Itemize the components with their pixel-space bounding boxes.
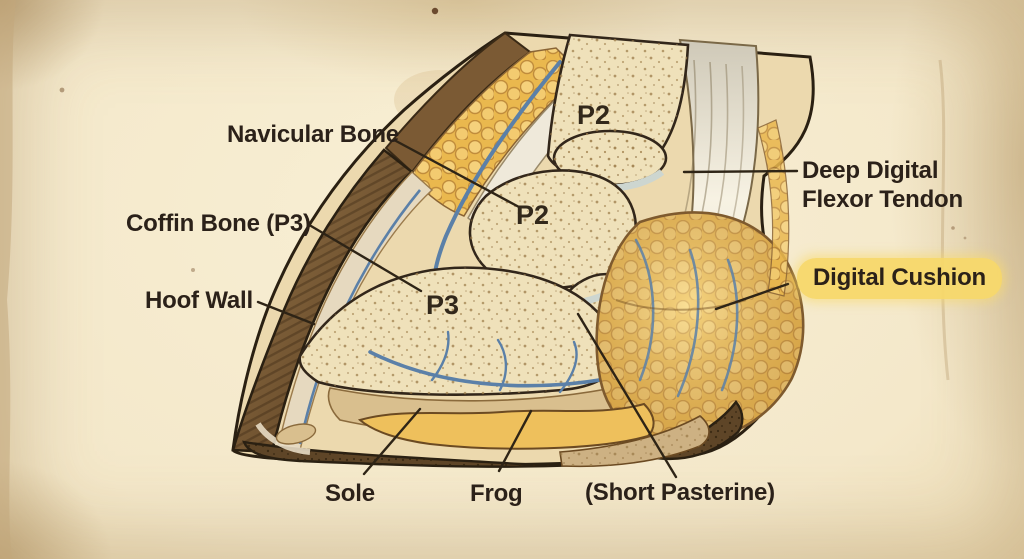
- leader-navicular-bone: [394, 139, 521, 209]
- label-hoof-wall: Hoof Wall: [145, 287, 253, 314]
- middle-pastern-p2-shape: [468, 169, 637, 290]
- label-sole: Sole: [325, 480, 375, 507]
- torn-left-edge: [0, 0, 16, 559]
- leader-ddft: [682, 169, 799, 174]
- leader-coffin-bone: [309, 224, 423, 293]
- label-ddft-line2: Flexor Tendon: [802, 186, 963, 214]
- leader-sole: [362, 407, 422, 476]
- leader-short-pastern: [576, 312, 678, 479]
- label-frog: Frog: [470, 480, 523, 507]
- toe-white-line: [255, 422, 317, 455]
- leader-digital-cushion: [714, 282, 790, 311]
- leader-frog: [497, 409, 533, 473]
- heel-buttress: [559, 415, 710, 468]
- label-deep-digital-flexor-tendon: Deep Digital Flexor Tendon: [802, 156, 963, 215]
- bone-label-p3: P3: [426, 290, 460, 320]
- digital-vessel-upper: [432, 60, 562, 286]
- leader-lines: [256, 139, 799, 479]
- label-navicular-bone: Navicular Bone: [227, 121, 399, 148]
- coffin-bone-p3-shape: [298, 266, 620, 396]
- bones: [298, 33, 690, 396]
- label-digital-cushion: Digital Cushion: [813, 264, 986, 291]
- sole-shape: [242, 400, 744, 468]
- bone-label-p2-lower: P2: [516, 200, 550, 230]
- digital-cushion-shape: [595, 211, 805, 446]
- label-coffin-bone: Coffin Bone (P3): [126, 210, 311, 237]
- bone-label-p2-upper: P2: [577, 100, 611, 130]
- frog-shape: [357, 402, 655, 450]
- leader-hoof-wall: [256, 300, 316, 326]
- label-short-pastern: (Short Pasterine): [585, 479, 775, 506]
- label-ddft-line1: Deep Digital: [802, 157, 939, 184]
- label-digital-cushion-highlight: Digital Cushion: [797, 258, 1002, 300]
